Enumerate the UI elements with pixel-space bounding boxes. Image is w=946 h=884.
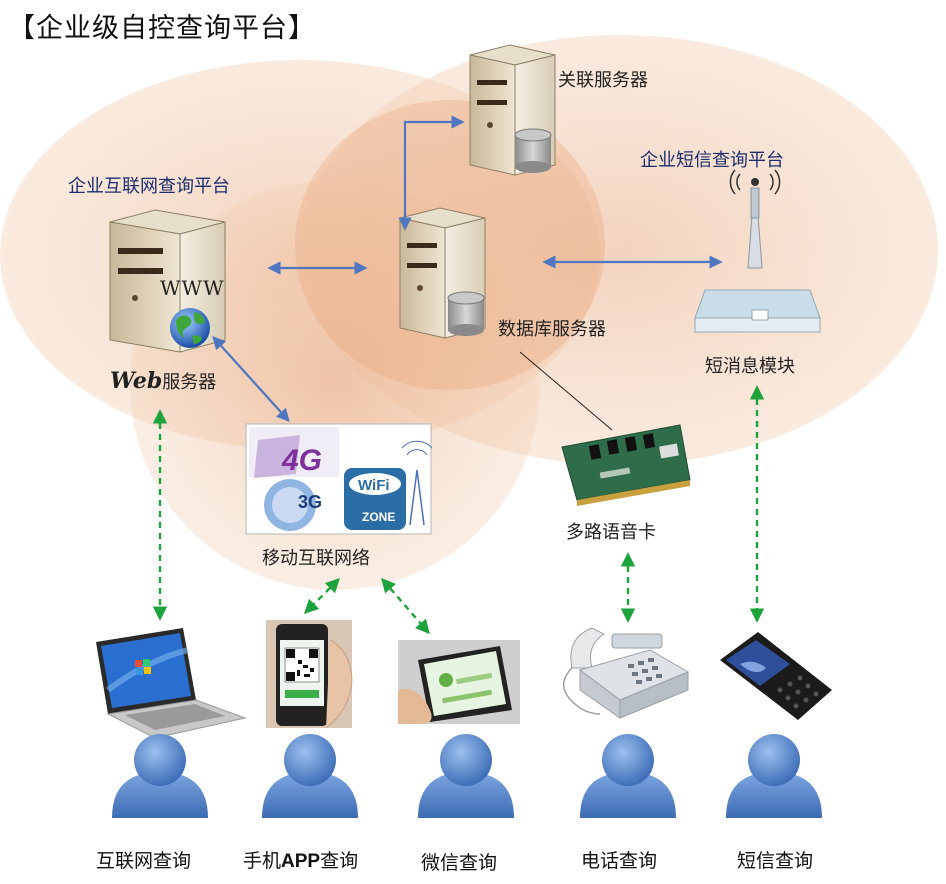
www-text: WWW xyxy=(160,276,225,300)
title-close-bracket: 】 xyxy=(288,13,316,44)
person-icon-wechat xyxy=(418,734,514,818)
user-label-sms: 短信查询 xyxy=(737,850,814,872)
user-label-phone: 电话查询 xyxy=(581,850,658,872)
svg-text:4G: 4G xyxy=(281,444,322,477)
mobile-network-label: 移动互联网络 xyxy=(262,548,370,569)
db-server-icon xyxy=(399,207,486,339)
user-label-app: 手机APP查询 xyxy=(243,846,358,873)
user-label-wechat: 微信查询 xyxy=(421,852,498,874)
user-label-app-suffix: 查询 xyxy=(320,850,359,872)
title-open-bracket: 【 xyxy=(8,13,36,44)
sms-module-label: 短消息模块 xyxy=(705,356,795,377)
svg-text:3G: 3G xyxy=(298,492,322,512)
sms-platform-label: 企业短信查询平台 xyxy=(640,150,784,171)
title-text: 企业级自控查询平台 xyxy=(36,13,288,44)
web-server-label: Web服务器 xyxy=(110,368,216,394)
svg-text:ZONE: ZONE xyxy=(362,510,395,524)
mobile-network-image: 4G 3G WiFi ZONE xyxy=(245,423,433,535)
user-label-app-prefix: 手机 xyxy=(243,850,282,872)
qr-phone-icon xyxy=(266,620,353,729)
internet-platform-label: 企业互联网查询平台 xyxy=(68,176,230,197)
db-server-disk-icon xyxy=(447,291,485,336)
3g-badge: 3G xyxy=(264,479,322,531)
diagram-title: 【企业级自控查询平台】 xyxy=(8,6,316,45)
desk-phone-icon xyxy=(563,627,690,719)
user-label-internet: 互联网查询 xyxy=(96,850,192,872)
related-server-icon xyxy=(469,44,556,176)
sms-module-icon xyxy=(694,169,821,333)
voice-card-icon xyxy=(561,424,691,506)
db-server-label: 数据库服务器 xyxy=(498,319,606,340)
person-icon-sms xyxy=(726,734,822,818)
wifi-zone-badge: WiFi ZONE xyxy=(344,468,406,530)
green-connectors xyxy=(152,385,765,635)
globe-icon xyxy=(170,308,210,348)
person-icon-app xyxy=(262,734,358,818)
svg-text:WiFi: WiFi xyxy=(358,477,390,494)
laptop-icon xyxy=(96,628,247,739)
mobile-phone-icon xyxy=(720,632,832,720)
4g-badge: 4G xyxy=(254,435,322,478)
web-server-icon xyxy=(109,209,226,353)
user-label-app-bold: APP xyxy=(281,851,321,872)
voice-card-label: 多路语音卡 xyxy=(566,522,656,543)
wechat-phone-icon xyxy=(398,640,520,724)
tower-icon xyxy=(401,440,433,526)
blue-connectors xyxy=(212,115,723,431)
related-server-label: 关联服务器 xyxy=(558,70,648,91)
person-icon-internet xyxy=(112,734,208,818)
related-server-disk-icon xyxy=(514,128,552,173)
web-server-label-suffix: 服务器 xyxy=(162,372,217,393)
web-server-label-prefix: Web xyxy=(110,368,163,394)
person-icon-phone xyxy=(580,734,676,818)
